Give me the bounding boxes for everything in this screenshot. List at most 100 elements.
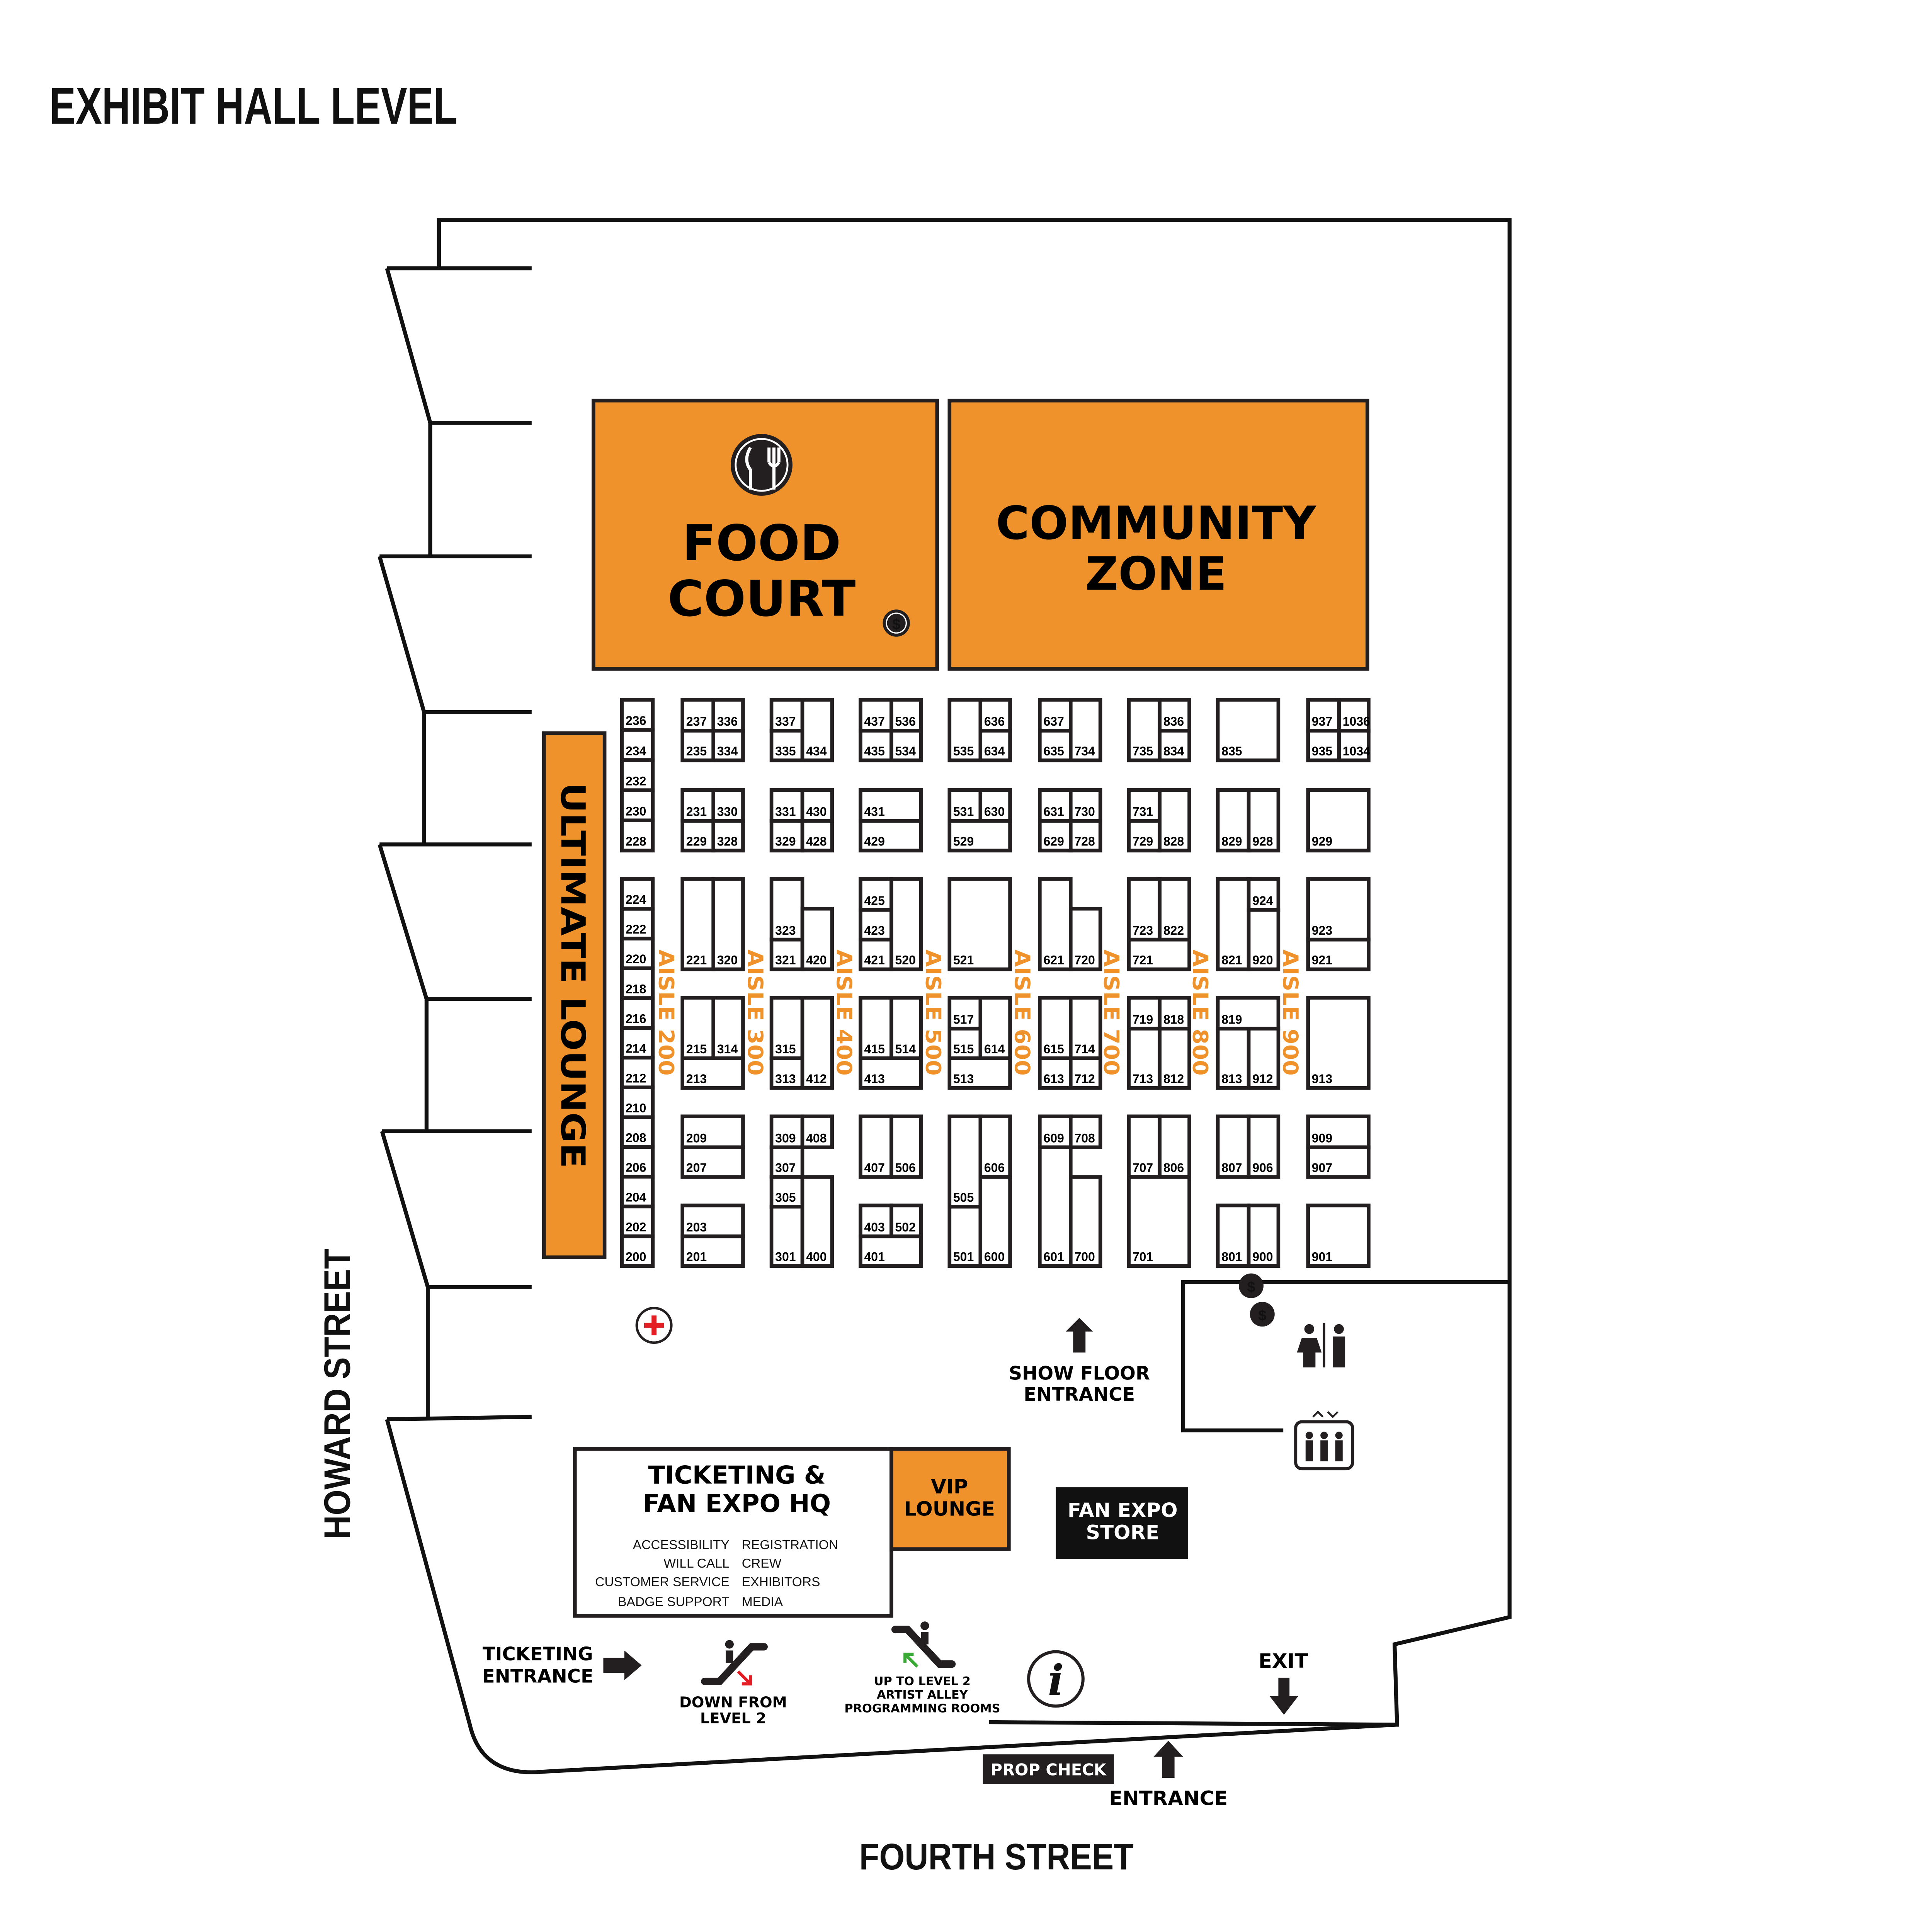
booth-719[interactable]: 719: [1127, 996, 1162, 1031]
booth-819[interactable]: 819: [1216, 996, 1281, 1031]
booth-630[interactable]: 630: [978, 788, 1012, 823]
booth-215[interactable]: 215: [680, 996, 715, 1060]
booth-906[interactable]: 906: [1247, 1114, 1281, 1179]
booth-415[interactable]: 415: [859, 996, 893, 1060]
booth-535[interactable]: 535: [947, 698, 983, 762]
booth-513[interactable]: 513: [947, 1056, 1012, 1090]
ultimate-lounge[interactable]: ULTIMATE LOUNGE: [542, 731, 607, 1259]
booth-714[interactable]: 714: [1069, 996, 1102, 1060]
booth-728[interactable]: 728: [1069, 819, 1102, 853]
booth-621[interactable]: 621: [1038, 877, 1073, 971]
booth-224[interactable]: 224: [620, 877, 655, 911]
booth-206[interactable]: 206: [620, 1145, 655, 1179]
booth-423[interactable]: 423: [859, 908, 893, 942]
booth-712[interactable]: 712: [1069, 1056, 1102, 1090]
booth-210[interactable]: 210: [620, 1085, 655, 1119]
booth-707[interactable]: 707: [1127, 1114, 1162, 1179]
booth-515[interactable]: 515: [947, 1027, 983, 1060]
booth-334[interactable]: 334: [711, 729, 745, 762]
booth-836[interactable]: 836: [1158, 698, 1191, 733]
booth-328[interactable]: 328: [711, 819, 745, 853]
booth-909[interactable]: 909: [1306, 1114, 1371, 1150]
booth-723[interactable]: 723: [1127, 877, 1162, 942]
booth-514[interactable]: 514: [889, 996, 923, 1060]
booth-236[interactable]: 236: [620, 698, 655, 732]
booth-929[interactable]: 929: [1306, 788, 1371, 853]
booth-536[interactable]: 536: [889, 698, 923, 733]
booth-213[interactable]: 213: [680, 1056, 745, 1090]
booth-200[interactable]: 200: [620, 1234, 655, 1268]
booth-212[interactable]: 212: [620, 1056, 655, 1090]
booth-425[interactable]: 425: [859, 877, 893, 912]
booth-629[interactable]: 629: [1038, 819, 1073, 853]
booth-818[interactable]: 818: [1158, 996, 1191, 1031]
booth-331[interactable]: 331: [769, 788, 804, 823]
booth-735[interactable]: 735: [1127, 698, 1162, 762]
booth-221[interactable]: 221: [680, 877, 715, 971]
booth-501[interactable]: 501: [947, 1205, 983, 1268]
booth-403[interactable]: 403: [859, 1203, 893, 1238]
booth-517[interactable]: 517: [947, 996, 983, 1031]
booth-313[interactable]: 313: [769, 1056, 804, 1090]
booth-207[interactable]: 207: [680, 1145, 745, 1179]
booth-429[interactable]: 429: [859, 819, 923, 853]
booth-807[interactable]: 807: [1216, 1114, 1251, 1179]
booth-229[interactable]: 229: [680, 819, 715, 853]
fan-expo-store[interactable]: FAN EXPO STORE: [1056, 1487, 1188, 1559]
booth-636[interactable]: 636: [978, 698, 1012, 733]
booth-923[interactable]: 923: [1306, 877, 1371, 942]
booth-835[interactable]: 835: [1216, 698, 1281, 762]
booth-821[interactable]: 821: [1216, 877, 1251, 971]
booth-506[interactable]: 506: [889, 1114, 923, 1179]
booth-924[interactable]: 924: [1247, 877, 1281, 912]
booth-900[interactable]: 900: [1247, 1203, 1281, 1268]
vip-lounge[interactable]: VIP LOUNGE: [889, 1447, 1011, 1551]
booth-921[interactable]: 921: [1306, 937, 1371, 971]
booth-301[interactable]: 301: [769, 1205, 804, 1268]
booth-430[interactable]: 430: [800, 788, 834, 823]
booth-609[interactable]: 609: [1038, 1114, 1073, 1150]
booth-502[interactable]: 502: [889, 1203, 923, 1238]
booth-314[interactable]: 314: [711, 996, 745, 1060]
booth-228[interactable]: 228: [620, 818, 655, 853]
booth-606[interactable]: 606: [978, 1114, 1012, 1179]
booth-912[interactable]: 912: [1247, 1027, 1281, 1090]
exit[interactable]: EXIT: [1259, 1650, 1308, 1715]
booth-701[interactable]: 701: [1127, 1175, 1191, 1268]
booth-937[interactable]: 937: [1306, 698, 1341, 733]
booth-235[interactable]: 235: [680, 729, 715, 762]
prop-check[interactable]: PROP CHECK: [983, 1754, 1114, 1784]
booth-220[interactable]: 220: [620, 937, 655, 970]
booth-531[interactable]: 531: [947, 788, 983, 823]
escalator-up[interactable]: UP TO LEVEL 2 ARTIST ALLEY PROGRAMMING R…: [844, 1621, 1000, 1715]
booth-230[interactable]: 230: [620, 788, 655, 823]
booth-321[interactable]: 321: [769, 937, 804, 971]
booth-700[interactable]: 700: [1069, 1175, 1102, 1268]
booth-232[interactable]: 232: [620, 758, 655, 792]
booth-721[interactable]: 721: [1127, 937, 1191, 971]
ticketing-hq[interactable]: TICKETING & FAN EXPO HQ ACCESSIBILITY WI…: [573, 1447, 893, 1618]
booth-320[interactable]: 320: [711, 877, 745, 971]
booth-420[interactable]: 420: [800, 906, 834, 971]
booth-834[interactable]: 834: [1158, 729, 1191, 762]
booth-928[interactable]: 928: [1247, 788, 1281, 853]
booth-202[interactable]: 202: [620, 1204, 655, 1238]
booth-401[interactable]: 401: [859, 1234, 923, 1268]
booth-907[interactable]: 907: [1306, 1145, 1371, 1179]
booth-614[interactable]: 614: [978, 996, 1012, 1060]
booth-813[interactable]: 813: [1216, 1027, 1251, 1090]
booth-806[interactable]: 806: [1158, 1114, 1191, 1179]
booth-412[interactable]: 412: [800, 996, 834, 1090]
booth-801[interactable]: 801: [1216, 1203, 1251, 1268]
booth-234[interactable]: 234: [620, 728, 655, 762]
booth-615[interactable]: 615: [1038, 996, 1073, 1060]
booth-421[interactable]: 421: [859, 937, 893, 971]
booth-330[interactable]: 330: [711, 788, 745, 823]
booth-634[interactable]: 634: [978, 729, 1012, 762]
booth-208[interactable]: 208: [620, 1115, 655, 1149]
booth-601[interactable]: 601: [1038, 1145, 1073, 1268]
booth-237[interactable]: 237: [680, 698, 715, 733]
booth-822[interactable]: 822: [1158, 877, 1191, 942]
booth-600[interactable]: 600: [978, 1175, 1012, 1268]
booth-720[interactable]: 720: [1069, 906, 1102, 971]
